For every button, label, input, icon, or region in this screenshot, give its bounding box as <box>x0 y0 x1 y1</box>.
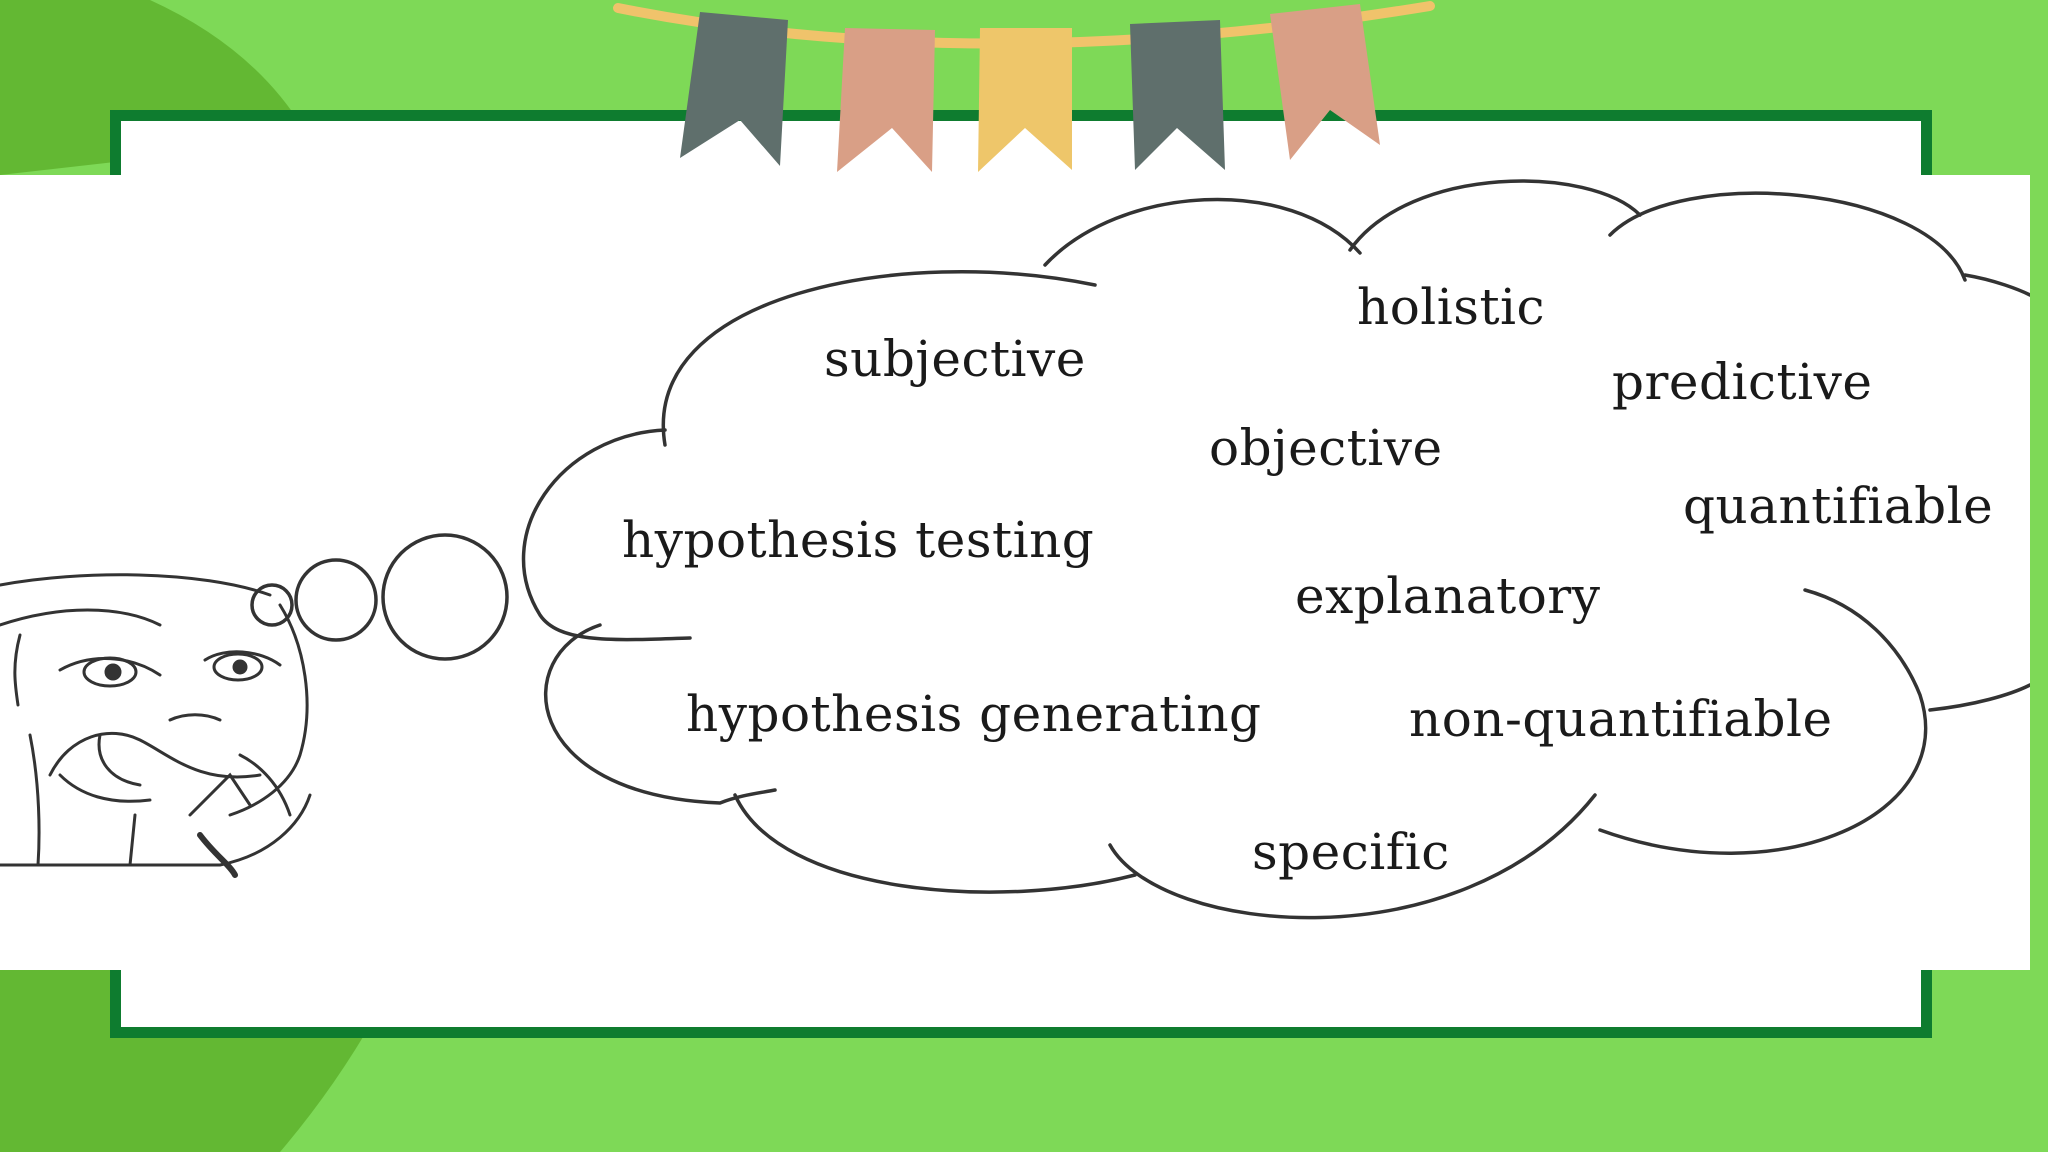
word-hypothesis-generating: hypothesis generating <box>686 685 1262 743</box>
thought-cloud-drawing <box>0 179 2030 920</box>
word-quantifiable: quantifiable <box>1683 477 1994 535</box>
word-predictive: predictive <box>1612 353 1873 411</box>
word-explanatory: explanatory <box>1295 567 1601 625</box>
word-non-quantifiable: non-quantifiable <box>1409 690 1833 748</box>
thinking-person-icon <box>0 573 312 878</box>
word-hypothesis-testing: hypothesis testing <box>622 511 1095 569</box>
pennant-bunting-icon <box>613 1 1435 172</box>
thought-illustration: subjective holistic predictive objective… <box>0 175 2030 970</box>
word-specific: specific <box>1252 823 1450 881</box>
word-objective: objective <box>1209 419 1443 477</box>
word-subjective: subjective <box>824 330 1086 388</box>
word-holistic: holistic <box>1357 278 1546 336</box>
